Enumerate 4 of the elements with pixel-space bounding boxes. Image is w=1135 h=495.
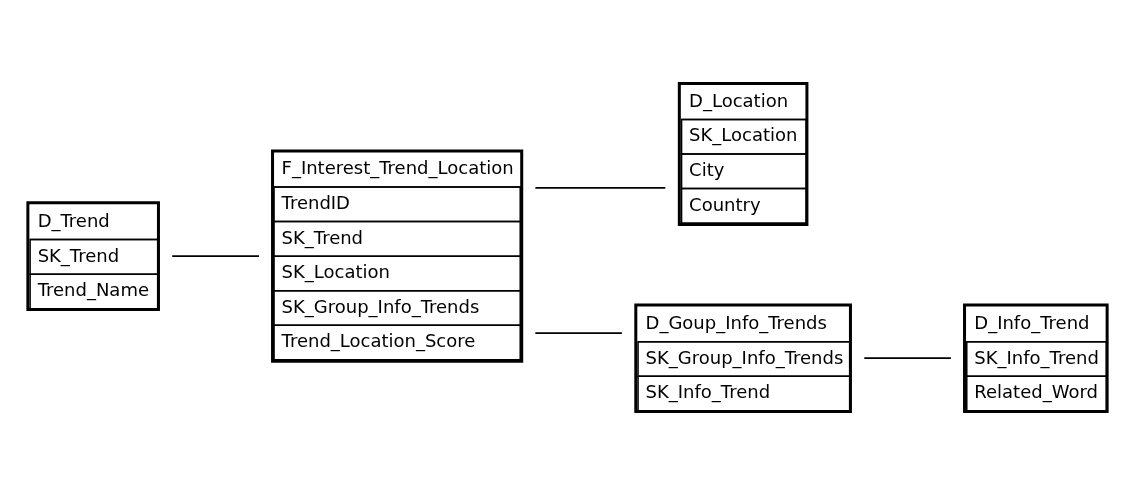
connector (534, 186, 667, 189)
connector (534, 332, 623, 334)
connector (863, 357, 952, 360)
connector (171, 255, 260, 258)
